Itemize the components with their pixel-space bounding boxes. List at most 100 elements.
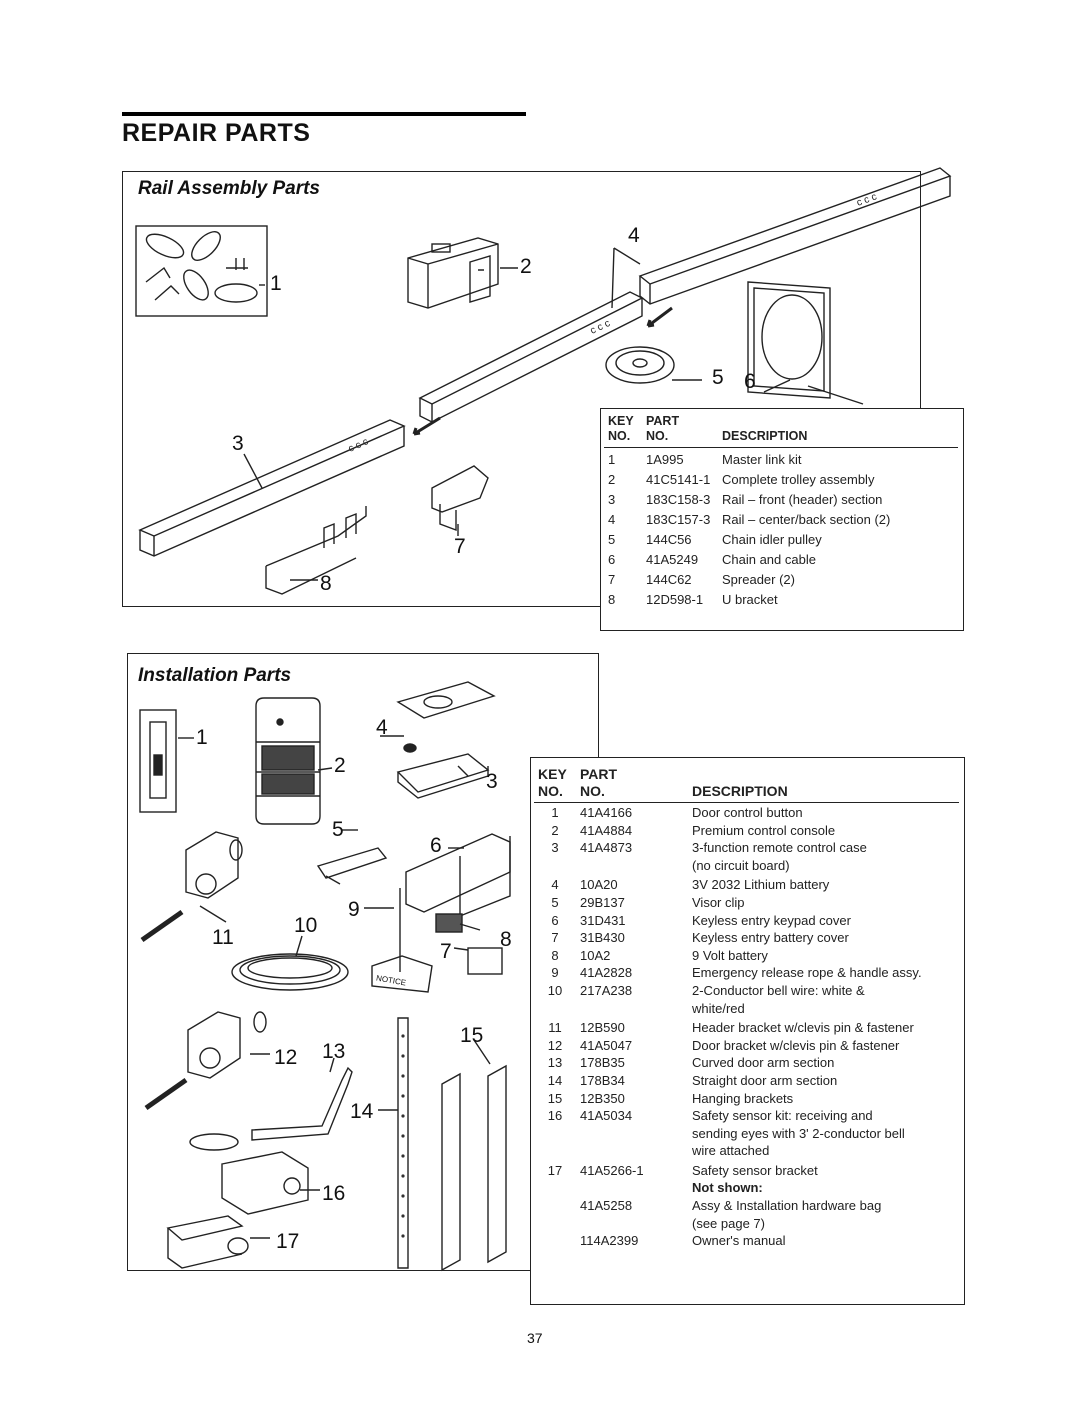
part-description-line: Owner's manual: [692, 1233, 786, 1249]
install-callout-4: 4: [376, 716, 388, 739]
install-callout-12: 12: [274, 1046, 298, 1069]
install-callout-14: 14: [350, 1100, 374, 1123]
key-no: 6: [608, 552, 616, 567]
key-no: [534, 1197, 576, 1232]
part-description: Header bracket w/clevis pin & fastener: [688, 1019, 959, 1037]
table-row: 2 41A4884 Premium control console: [534, 822, 959, 840]
rail-callout-6: 6: [744, 370, 756, 393]
table-row: 8 10A2 9 Volt battery: [534, 947, 959, 965]
part-no: 10A20: [580, 877, 618, 893]
part-description: Visor clip: [688, 894, 959, 912]
part-no: 41A5047: [580, 1037, 633, 1053]
title-rule: [122, 112, 526, 116]
key-no: 2: [551, 822, 559, 838]
part-description: Chain idler pulley: [722, 532, 822, 547]
part-no: 10A2: [580, 947, 611, 963]
key-no: [534, 1232, 576, 1250]
rail-section-title: Rail Assembly Parts: [138, 178, 320, 199]
key-no: 16: [547, 1108, 563, 1124]
rail-callout-3: 3: [232, 432, 244, 455]
key-no: 1: [551, 805, 559, 820]
part-description: U bracket: [722, 592, 778, 607]
install-header-part-2: NO.: [580, 783, 605, 799]
install-section-title: Installation Parts: [138, 665, 292, 686]
part-description: Premium control console: [688, 822, 959, 840]
page-number: 37: [527, 1330, 543, 1346]
part-description: Spreader (2): [722, 572, 795, 587]
part-description: Rail – center/back section (2): [722, 512, 891, 527]
part-description-line: 9 Volt battery: [692, 947, 768, 963]
key-no: 7: [551, 930, 559, 946]
part-no: 144C56: [646, 532, 692, 547]
part-description: Keyless entry keypad cover: [688, 912, 959, 930]
install-callout-2: 2: [334, 754, 346, 777]
part-description-line: 3-function remote control case: [692, 840, 867, 856]
rail-header-part-1: PART: [646, 414, 680, 428]
key-no: 2: [608, 472, 616, 487]
part-description-line: Premium control console: [692, 822, 836, 838]
install-callout-6: 6: [430, 834, 442, 857]
rail-callout-1: 1: [270, 272, 282, 295]
part-description-line: Keyless entry keypad cover: [692, 912, 851, 928]
not-shown-row: Not shown:: [534, 1179, 959, 1197]
part-no: 31B430: [580, 930, 625, 946]
part-description: Master link kit: [722, 452, 802, 467]
not-shown-label: Not shown:: [692, 1180, 763, 1196]
part-no: 41A4873: [580, 840, 633, 856]
part-description: 2-Conductor bell wire: white &white/red: [688, 982, 959, 1019]
part-no: 178B35: [580, 1055, 625, 1071]
install-header-key-1: KEY: [538, 766, 567, 782]
part-description: Assy & Installation hardware bag(see pag…: [688, 1197, 959, 1232]
install-header-part-1: PART: [580, 766, 618, 782]
part-description-line: sending eyes with 3' 2-conductor bell: [692, 1125, 905, 1141]
part-description-line: Assy & Installation hardware bag: [692, 1198, 882, 1214]
install-callout-16: 16: [322, 1182, 346, 1205]
part-description: 3V 2032 Lithium battery: [688, 876, 959, 894]
table-row: 114A2399 Owner's manual: [534, 1232, 959, 1250]
install-header-desc: DESCRIPTION: [692, 783, 788, 799]
part-no: 183C157-3: [646, 512, 711, 527]
part-description: Door control button: [688, 804, 959, 822]
key-no: 10: [547, 982, 563, 998]
part-no: 114A2399: [580, 1233, 639, 1249]
part-description-line: white/red: [692, 1000, 745, 1016]
part-no: 178B34: [580, 1072, 625, 1088]
part-description: Chain and cable: [722, 552, 816, 567]
part-description: Complete trolley assembly: [722, 472, 875, 487]
key-no: 9: [551, 965, 559, 981]
part-no: 41A4884: [580, 822, 633, 838]
part-description-line: Door bracket w/clevis pin & fastener: [692, 1037, 900, 1053]
part-description: Curved door arm section: [688, 1054, 959, 1072]
key-no: 11: [548, 1020, 562, 1036]
rail-header-key-2: NO.: [608, 429, 631, 443]
install-callout-9: 9: [348, 898, 360, 921]
install-callout-11: 11: [212, 926, 234, 949]
part-description-line: Emergency release rope & handle assy.: [692, 965, 922, 981]
install-callout-5: 5: [332, 818, 344, 841]
part-description-line: Door control button: [692, 805, 803, 820]
key-no: 8: [551, 947, 559, 963]
key-no: 15: [547, 1090, 563, 1106]
rail-header-desc: DESCRIPTION: [722, 429, 808, 443]
part-description-line: Header bracket w/clevis pin & fastener: [692, 1020, 914, 1036]
part-no: 41A2828: [580, 965, 633, 981]
table-row: 9 41A2828 Emergency release rope & handle …: [534, 964, 959, 982]
install-callout-15: 15: [460, 1024, 484, 1047]
part-description: Emergency release rope & handle assy.: [688, 964, 959, 982]
